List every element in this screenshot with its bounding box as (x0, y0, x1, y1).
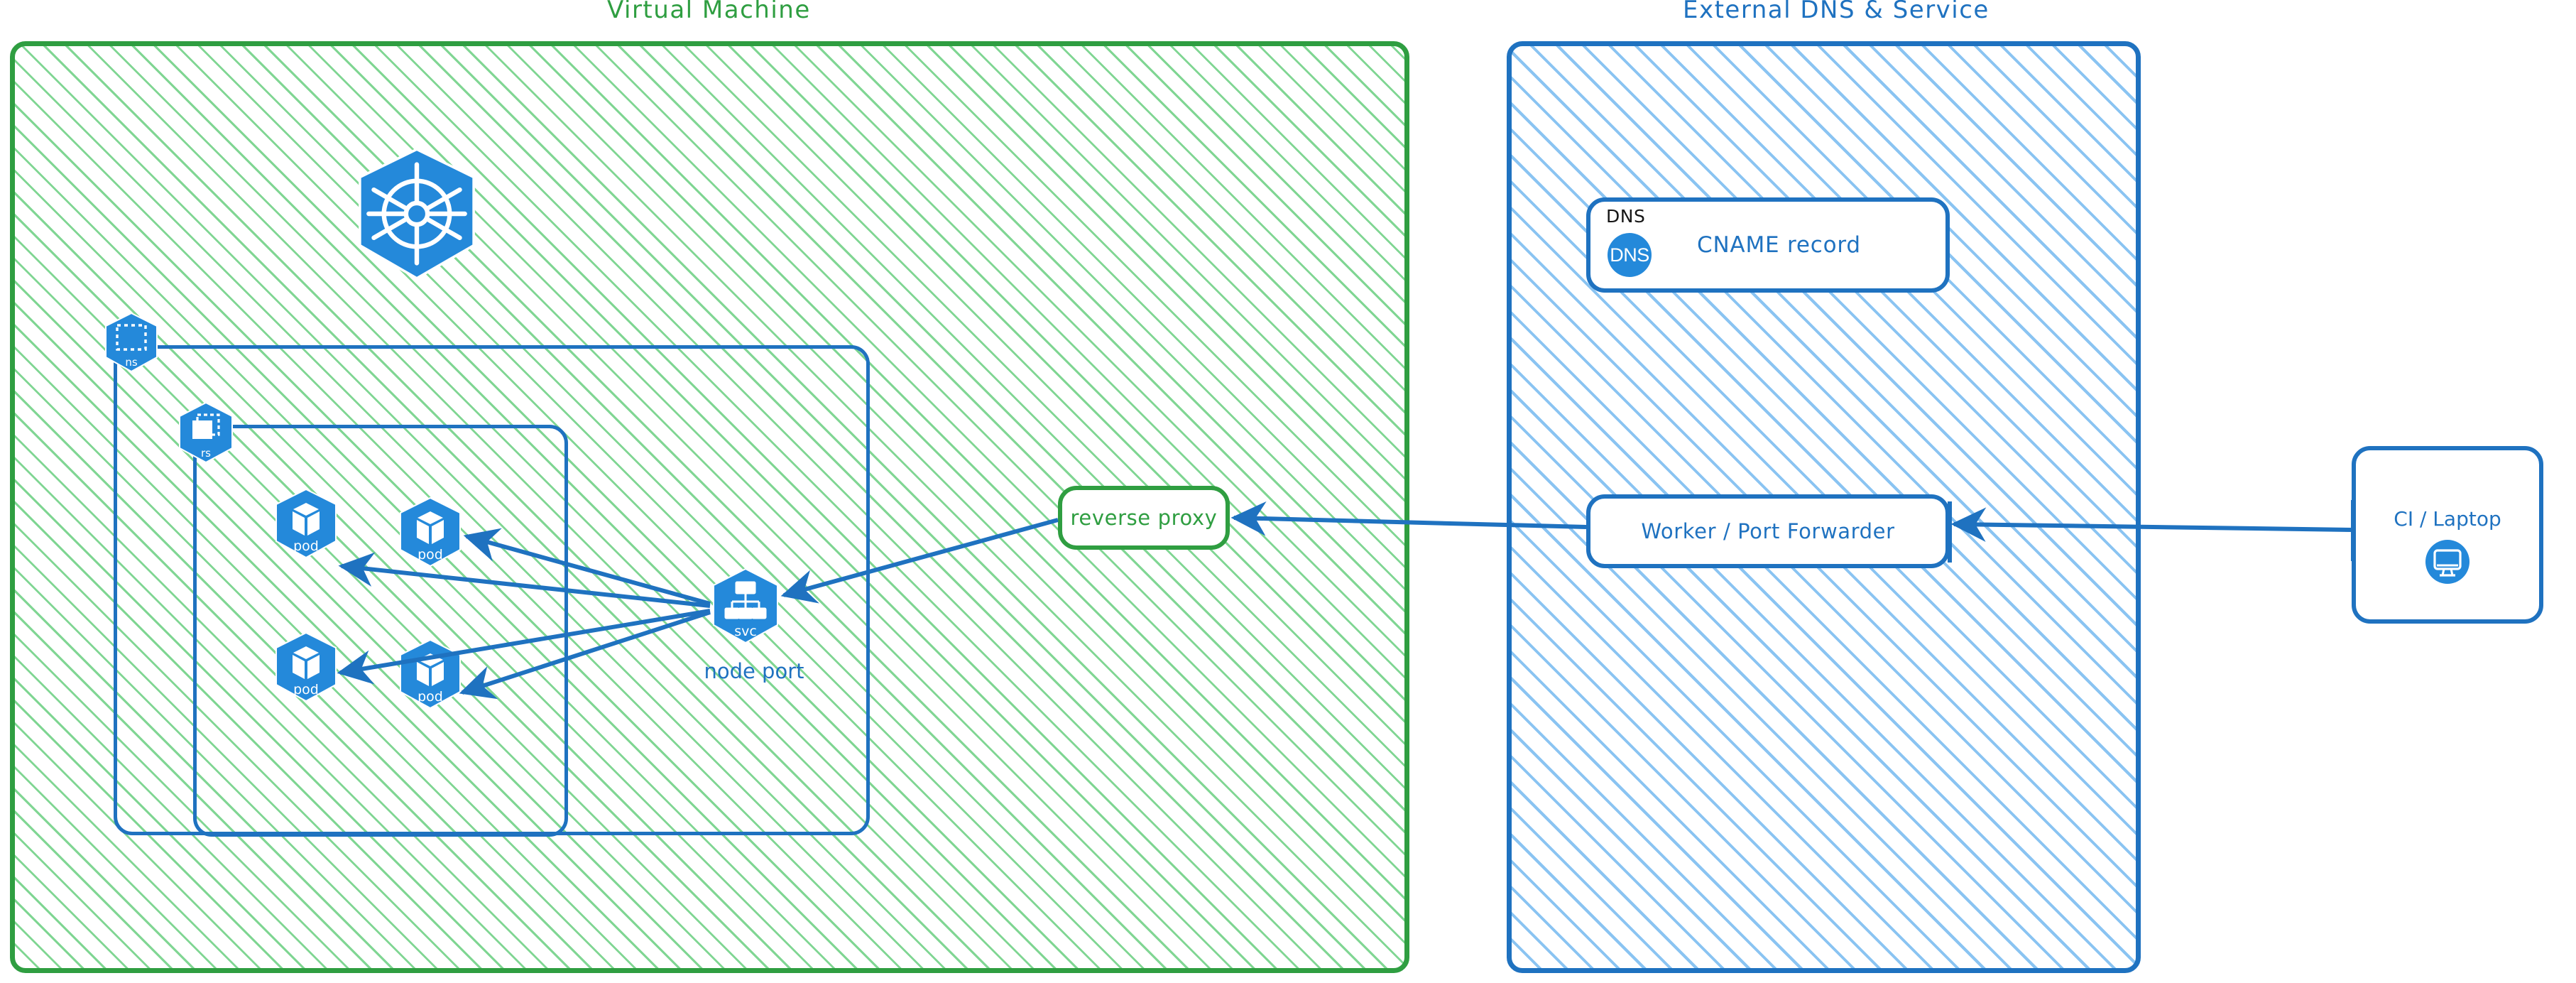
group-external-dns-service-title: External DNS & Service (1683, 0, 1990, 24)
group-virtual-machine-title: Virtual Machine (607, 0, 811, 24)
replicaset-box[interactable] (193, 425, 568, 837)
replicaset-icon[interactable]: rs (178, 401, 234, 464)
dns-badge-icon: DNS (1608, 233, 1652, 277)
service-icon[interactable]: svc (710, 567, 781, 644)
ci-laptop-label: CI / Laptop (2394, 507, 2501, 531)
worker-port-forwarder-box[interactable]: Worker / Port Forwarder (1586, 494, 1950, 568)
pod-icon-1[interactable]: pod (273, 488, 339, 559)
node-port-label: node port (704, 659, 804, 683)
worker-port-forwarder-label: Worker / Port Forwarder (1641, 519, 1895, 543)
reverse-proxy-box[interactable]: reverse proxy (1058, 486, 1230, 550)
pod-icon-3[interactable]: pod (273, 631, 339, 702)
desktop-monitor-icon (2425, 540, 2469, 584)
kubernetes-logo (354, 146, 480, 281)
dns-card-header: DNS (1606, 206, 1646, 227)
reverse-proxy-label: reverse proxy (1070, 506, 1218, 530)
dns-cname-card[interactable]: DNS DNS CNAME record (1586, 197, 1950, 293)
cname-record-label: CNAME record (1697, 232, 1861, 258)
ci-laptop-box[interactable]: CI / Laptop (2352, 446, 2543, 624)
namespace-icon[interactable]: ns (104, 312, 159, 373)
pod-icon-2[interactable]: pod (398, 496, 463, 567)
pod-icon-4[interactable]: pod (398, 639, 463, 710)
